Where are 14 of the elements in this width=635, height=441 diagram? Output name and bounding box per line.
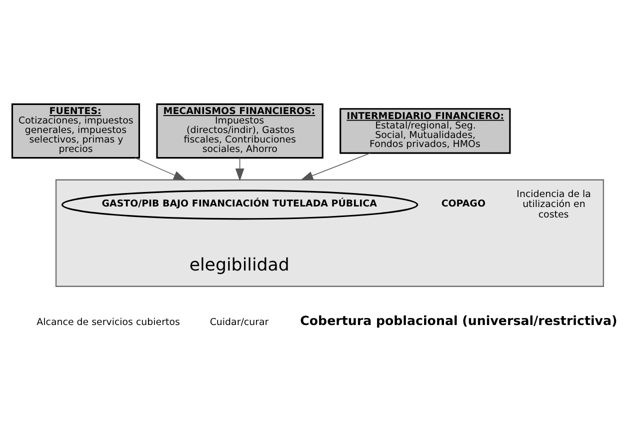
cluster [55,179,604,287]
label: Alcance de servicios cubiertos [36,317,180,328]
label: COPAGO [441,198,486,210]
arrow [300,152,371,180]
arrow [134,157,186,180]
label: Cuidar/curar [210,317,269,328]
node-box: MECANISMOS FINANCIEROS: Impuestos (directos/indir), Gastos fiscales, Contribuciones sociales, Ahorro [156,103,324,159]
node-ellipse: GASTO/PIB BAJO FINANCIACIÓN TUTELADA PÚBLICA [61,190,418,220]
label: Cobertura poblacional (universal/restrictiva) [300,312,618,328]
node-box: FUENTES: Cotizaciones, impuestos generales, impuestos selectivos, primas y precios [11,103,140,159]
label: elegibilidad [189,255,290,276]
label: Incidencia de la utilización en costes [516,188,591,220]
arrow [235,157,244,182]
node-box: INTERMEDIARIO FINANCIERO: Estatal/regional, Seg. Social, Mutualidades, Fondos privados, HMOs [340,108,511,154]
